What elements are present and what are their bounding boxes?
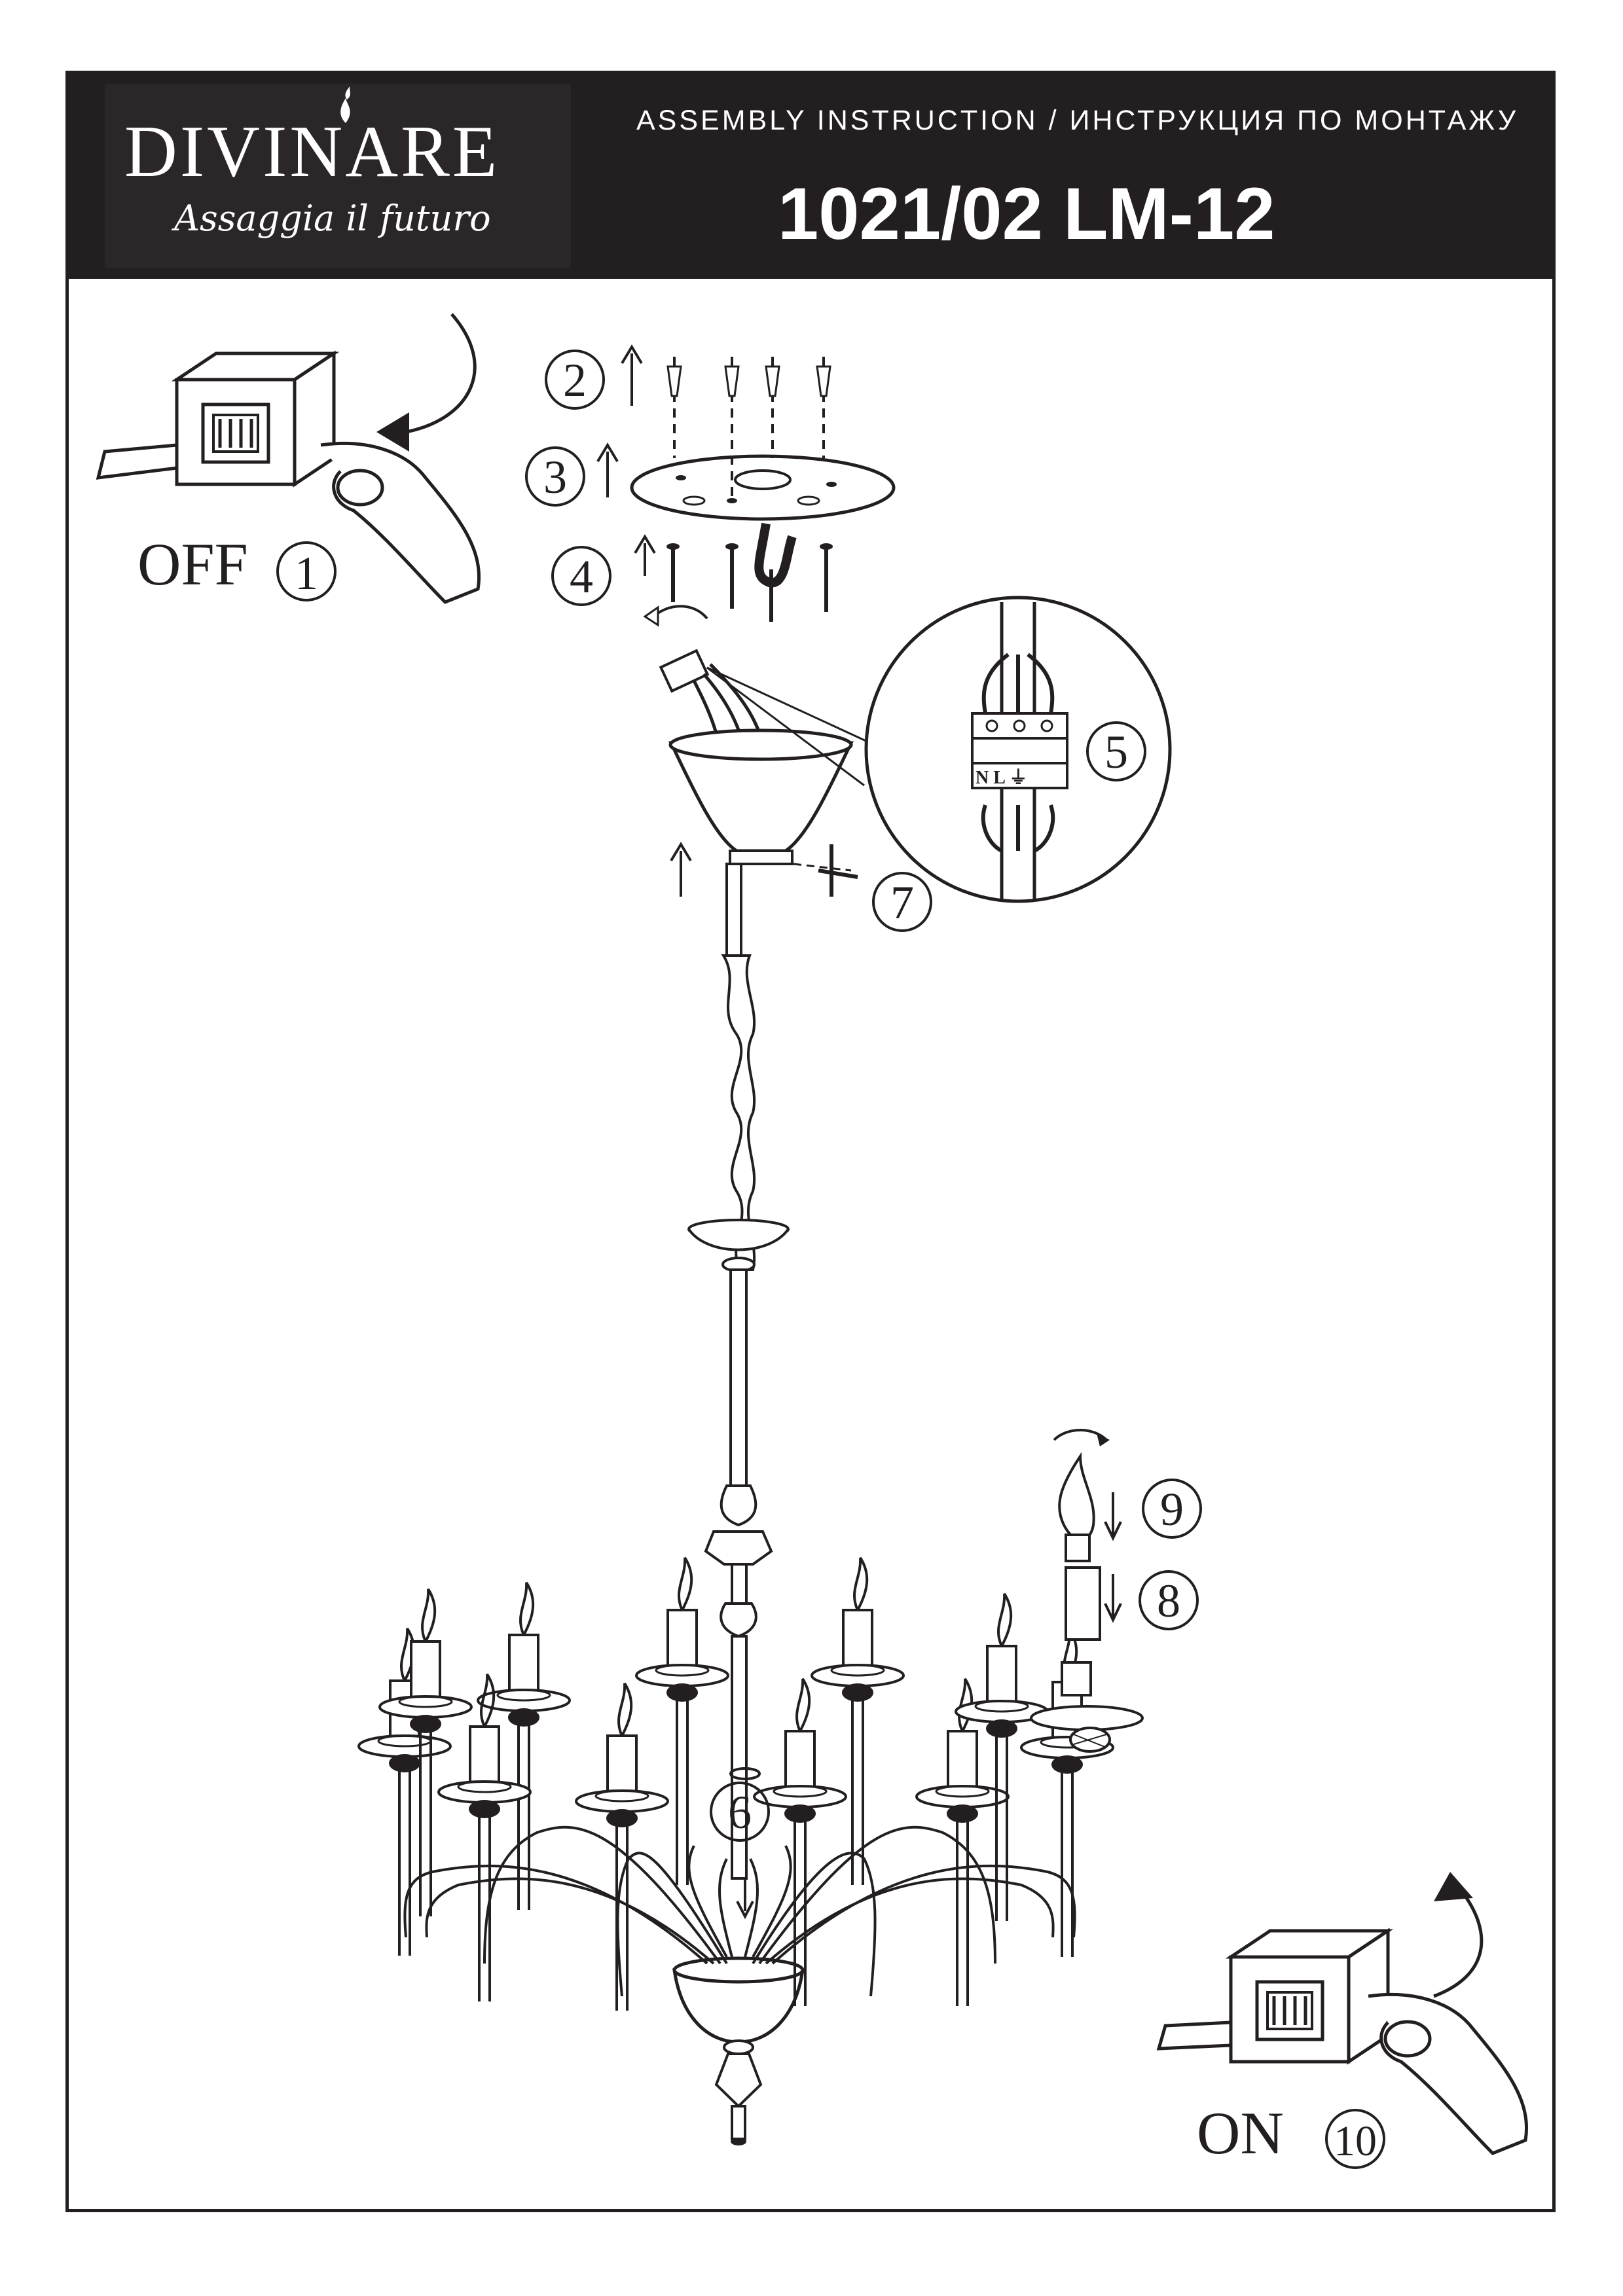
switch-off-diagram [96, 313, 481, 604]
bulb-diagram [1053, 1429, 1122, 1623]
step-2-number: 2 [563, 354, 587, 406]
step-1-number: 1 [295, 547, 318, 600]
step-4-circle [551, 546, 611, 606]
step-3-number: 3 [543, 451, 567, 503]
flame-icon [340, 86, 350, 123]
brand-name: DIVINARE [124, 111, 500, 192]
terminal-label: N L ⏚ [976, 768, 1027, 788]
on-label: ON [1197, 2100, 1284, 2166]
step-9-circle [1142, 1479, 1202, 1539]
wiring-detail-circle [864, 596, 1172, 903]
step-8-circle [1139, 1570, 1199, 1630]
step-5-circle [1086, 721, 1146, 781]
step-7-number: 7 [890, 876, 914, 929]
step-2-circle [545, 350, 605, 410]
step-5-number: 5 [1104, 726, 1128, 778]
logo-block [105, 84, 571, 268]
step-10-circle [1325, 2109, 1385, 2169]
document-subtitle: ASSEMBLY INSTRUCTION / ИНСТРУКЦИЯ ПО МОН… [636, 105, 1519, 136]
step-4-number: 4 [570, 550, 593, 603]
step-10-number: 10 [1334, 2117, 1377, 2165]
ceiling-plate-diagram [596, 344, 896, 627]
switch-on-diagram [1156, 1872, 1528, 2155]
step-1-circle [276, 541, 337, 601]
candle-cover-detail [1030, 1566, 1144, 1753]
step-6-number: 6 [728, 1786, 752, 1839]
chandelier-body [403, 863, 1076, 2145]
step-8-number: 8 [1157, 1575, 1180, 1627]
step-9-number: 9 [1160, 1483, 1184, 1535]
step-3-circle [525, 446, 585, 507]
step-6-circle [710, 1782, 770, 1842]
model-number: 1021/02 LM-12 [778, 173, 1275, 255]
canopy-diagram [659, 649, 878, 897]
brand-tagline: Assaggia il futuro [174, 198, 491, 239]
step-7-circle [872, 872, 932, 932]
off-label: OFF [137, 531, 248, 598]
